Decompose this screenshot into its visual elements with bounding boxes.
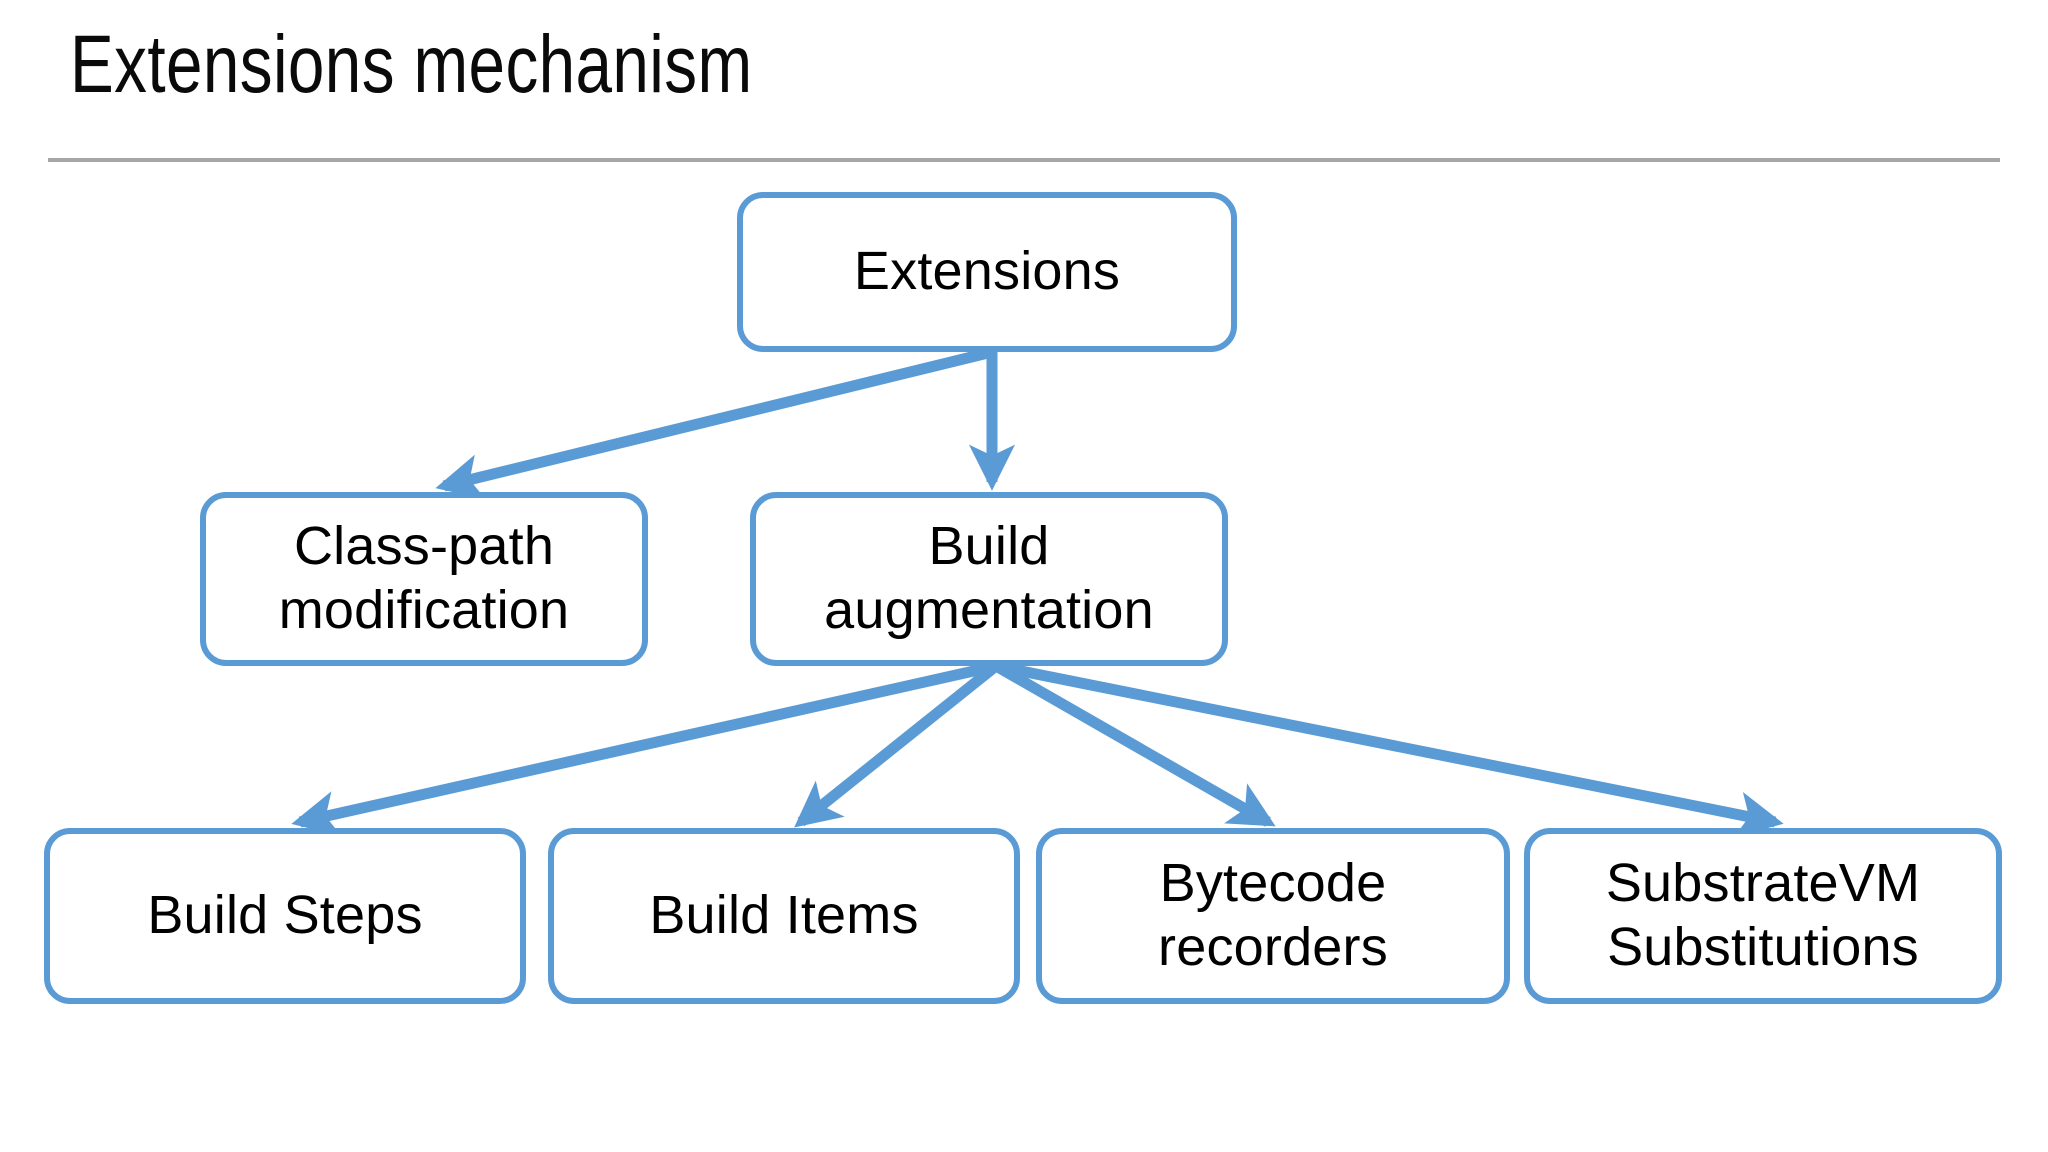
node-build-steps-label: Build Steps [147,885,423,946]
node-build-steps[interactable]: Build Steps [44,828,526,1004]
node-class-path-modification[interactable]: Class-path modification [200,492,648,666]
node-bytecode-recorders[interactable]: Bytecode recorders [1036,828,1510,1004]
node-build-items-label: Build Items [649,885,919,946]
title-divider [48,158,2000,162]
edge-buildaug-to-bytecode [993,661,1276,827]
node-substratevm-substitutions-label: SubstrateVM Substitutions [1605,853,1921,977]
node-build-augmentation[interactable]: Build augmentation [750,492,1228,666]
node-extensions-label: Extensions [853,241,1121,302]
node-bytecode-recorders-label: Bytecode recorders [1158,853,1388,977]
node-substratevm-substitutions[interactable]: SubstrateVM Substitutions [1524,828,2002,1004]
edge-buildaug-to-builditems [794,661,1000,828]
node-class-path-modification-label: Class-path modification [278,516,570,640]
node-build-augmentation-label: Build augmentation [824,516,1154,640]
edge-buildaug-to-buildsteps [291,660,998,837]
edge-buildaug-to-substratevm [994,660,1784,838]
node-build-items[interactable]: Build Items [548,828,1020,1004]
page-title: Extensions mechanism [70,19,753,110]
edge-extensions-to-classpath [435,346,994,500]
node-extensions[interactable]: Extensions [737,192,1237,352]
